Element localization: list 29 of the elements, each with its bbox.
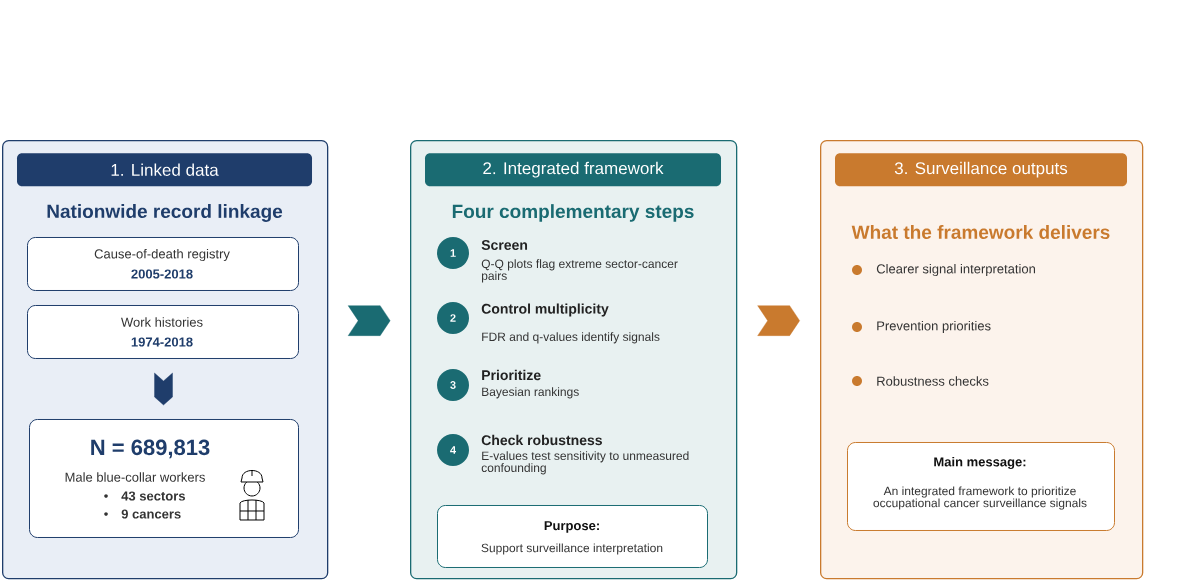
info-box: Purpose: Support surveillance interpretation bbox=[437, 505, 708, 568]
panel-heading: Four complementary steps bbox=[452, 204, 694, 222]
info-box: N = 689,813 Male blue-collar workers 43 sectors 9 cancers bbox=[29, 419, 299, 538]
step-description: Q-Q plots flag extreme sector-cancer pairs bbox=[481, 259, 678, 283]
step-title: Screen bbox=[481, 240, 528, 250]
bullet-item: Prevention priorities bbox=[852, 320, 991, 334]
step-description: E-values test sensitivity to unmeasured confounding bbox=[481, 451, 689, 475]
bullet-item: Robustness checks bbox=[852, 376, 989, 386]
node-label: 43 sectors bbox=[121, 491, 185, 501]
step-description: Bayesian rankings bbox=[482, 387, 579, 399]
header-band: 3. Surveillance outputs bbox=[835, 153, 1127, 187]
step-title: Check robustness bbox=[481, 434, 602, 446]
step-title: Control multiplicity bbox=[481, 303, 609, 317]
header-band: 2. Integrated framework bbox=[425, 153, 721, 187]
node-label: Male blue-collar workers bbox=[65, 472, 205, 482]
node-label: 9 cancers bbox=[121, 509, 181, 519]
step-title: Prioritize bbox=[482, 369, 541, 381]
step-description: FDR and q-values identify signals bbox=[482, 332, 660, 344]
info-box: Main message: An integrated framework to prioritize occupational cancer surveillance signals bbox=[847, 442, 1115, 531]
panel-heading: Nationwide record linkage bbox=[47, 204, 283, 222]
info-box: Work histories 1974-2018 bbox=[27, 305, 299, 359]
chevron-arrow bbox=[757, 305, 800, 336]
chevron-arrow bbox=[347, 305, 391, 336]
bullet-item: Clearer signal interpretation bbox=[852, 263, 1035, 277]
header-band: 1. Linked data bbox=[17, 153, 312, 187]
info-box: Cause-of-death registry 2005-2018 bbox=[27, 237, 299, 291]
node-label: N = 689,813 bbox=[91, 439, 210, 459]
panel-heading: What the framework delivers bbox=[851, 225, 1110, 239]
chevron-arrow bbox=[154, 372, 173, 406]
